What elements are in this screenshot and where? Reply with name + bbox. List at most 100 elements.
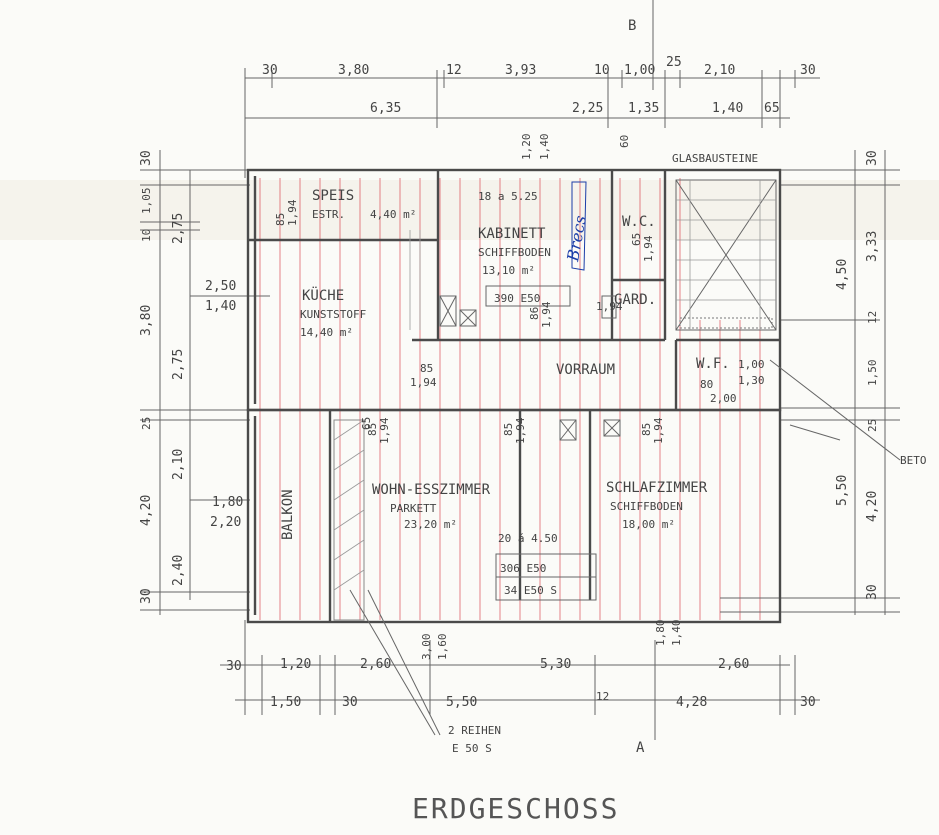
- room-area-kueche: 14,40 m²: [300, 326, 353, 339]
- door-dim-0: 85: [274, 213, 287, 226]
- room-name-wohn: WOHN-ESSZIMMER: [372, 482, 491, 498]
- dimension-lines-right: [720, 150, 900, 615]
- section-marker-b: B: [628, 18, 636, 34]
- dims-top-vertical: 1,20 1,40 60: [520, 134, 631, 161]
- dim-bottom2-3: 12: [596, 690, 609, 703]
- door-dim-9: 1,94: [540, 301, 553, 328]
- section-marker-a: A: [636, 740, 645, 756]
- dims-top-row2: 6,35 2,25 1,35 1,40 65: [370, 101, 780, 116]
- dim-left-3: 2,75: [171, 213, 186, 244]
- door-dim-3: 1,94: [410, 376, 437, 389]
- door-dims: 85 1,94 85 1,94 85 1,94 85 1,94 86 1,94 …: [274, 199, 737, 444]
- room-floor-schlaf: SCHIFFBODEN: [610, 500, 683, 513]
- room-floor-kueche: KUNSTSTOFF: [300, 308, 366, 321]
- dims-top-row1: 30 3,80 12 3,93 10 1,00 25 2,10 30: [262, 55, 816, 78]
- dim-top2-2: 1,35: [628, 101, 659, 116]
- dimension-lines-bottom: [220, 620, 820, 740]
- dim-left-2: 10: [140, 229, 153, 242]
- room-area-schlaf: 18,00 m²: [622, 518, 675, 531]
- label-e50: E 50 S: [452, 742, 492, 755]
- dims-bottom-row1: 30 1,20 2,60 3,00 1,60 5,30 1,80 1,40 2,…: [226, 620, 749, 675]
- dim-bottom1-4: 1,60: [436, 634, 449, 661]
- staircase: [675, 179, 777, 331]
- label-zwei-reihen: 2 REIHEN: [448, 724, 501, 737]
- dimension-lines-left: [140, 150, 270, 615]
- dim-bottom1-6: 1,80: [654, 620, 667, 647]
- door-dim-15: 1,94: [596, 300, 623, 313]
- door-dim-1: 1,94: [286, 199, 299, 226]
- dim-right-5: 25: [866, 419, 879, 432]
- dim-bottom1-2: 2,60: [360, 657, 391, 672]
- dim-bottom2-0: 1,50: [270, 695, 301, 710]
- beto-step: [789, 424, 841, 441]
- label-glasbausteine: GLASBAUSTEINE: [672, 152, 758, 165]
- dim-right-1: 3,33: [865, 231, 880, 262]
- door-dim-7: 1,94: [514, 417, 527, 444]
- door-dim-14: 65: [360, 417, 373, 430]
- dim-top1-4: 10: [594, 63, 610, 78]
- room-floor-kabinett: SCHIFFBODEN: [478, 246, 551, 259]
- dim-left-5: 2,75: [171, 349, 186, 380]
- dim-top1-8: 30: [800, 63, 816, 78]
- room-name-balkon: BALKON: [280, 489, 296, 540]
- dim-topv-2: 60: [618, 135, 631, 148]
- label-e306: 306 E50: [500, 562, 546, 575]
- dim-right-2: 4,50: [835, 259, 850, 290]
- hatched-wall-wohn: [333, 419, 365, 621]
- blue-note-marker: [571, 181, 587, 271]
- dim-top2-1: 2,25: [572, 101, 603, 116]
- dim-top1-3: 3,93: [505, 63, 536, 78]
- dim-left-inner-3: 2,20: [210, 515, 241, 530]
- door-dim-2: 85: [420, 362, 433, 375]
- exterior-walls: [246, 168, 782, 624]
- room-name-wf: W.F.: [696, 356, 730, 372]
- dim-left-1: 1,05: [140, 188, 153, 215]
- dim-left-9: 2,40: [171, 555, 186, 586]
- room-name-kueche: KÜCHE: [302, 286, 344, 304]
- dimension-lines-top: [244, 0, 820, 178]
- room-area-speis: 4,40 m²: [370, 208, 416, 221]
- dim-top1-5: 1,00: [624, 63, 655, 78]
- dim-left-inner-2: 1,80: [212, 495, 243, 510]
- tile-note-kabinett: 18 a 5.25: [478, 190, 538, 203]
- dims-left-inner: 2,50 1,40 1,80 2,20: [205, 279, 243, 530]
- dims-right: 30 3,33 4,50 12 1,50 25 5,50 4,20 30: [835, 150, 880, 600]
- door-dim-10: 65: [630, 233, 643, 246]
- dim-bottom1-7: 1,40: [670, 620, 683, 647]
- dim-bottom2-1: 30: [342, 695, 358, 710]
- leader-line-reihen-2: [367, 589, 441, 736]
- dim-bottom1-3: 3,00: [420, 634, 433, 661]
- room-name-wc: W.C.: [622, 214, 656, 230]
- dim-topv-1: 1,40: [538, 134, 551, 161]
- room-name-kabinett: KABINETT: [478, 226, 546, 242]
- dims-bottom-row2: 1,50 30 5,50 12 4,28 30: [270, 690, 816, 710]
- dim-top1-1: 3,80: [338, 63, 369, 78]
- dim-left-10: 30: [139, 588, 154, 604]
- door-dim-16: 80: [700, 378, 713, 391]
- room-area-kabinett: 13,10 m²: [482, 264, 535, 277]
- dim-top1-2: 12: [446, 63, 462, 78]
- door-dim-11: 1,94: [642, 235, 655, 262]
- room-name-vorraum: VORRAUM: [556, 362, 615, 378]
- wf-dim-1: 1,00: [738, 358, 765, 371]
- sheet-title: ERDGESCHOSS: [412, 792, 619, 825]
- leader-line-beto: [769, 359, 901, 461]
- dim-top1-6: 25: [666, 55, 682, 70]
- leader-line-reihen-1: [349, 589, 436, 736]
- dim-bottom1-0: 30: [226, 659, 242, 674]
- room-floor-wohn: PARKETT: [390, 502, 437, 515]
- dim-top2-0: 6,35: [370, 101, 401, 116]
- dim-top2-3: 1,40: [712, 101, 743, 116]
- room-name-schlaf: SCHLAFZIMMER: [606, 480, 708, 496]
- dim-right-4: 1,50: [866, 360, 879, 387]
- wf-dim-2: 1,30: [738, 374, 765, 387]
- label-e390: 390 E50: [494, 292, 540, 305]
- dim-right-0: 30: [865, 150, 880, 166]
- interior-walls: [248, 170, 780, 600]
- tile-note-wohn: 20 á 4.50: [498, 532, 558, 545]
- room-area-wohn: 23,20 m²: [404, 518, 457, 531]
- dim-top2-4: 65: [764, 101, 780, 116]
- dim-right-6: 5,50: [835, 475, 850, 506]
- room-floor-speis: ESTR.: [312, 208, 345, 221]
